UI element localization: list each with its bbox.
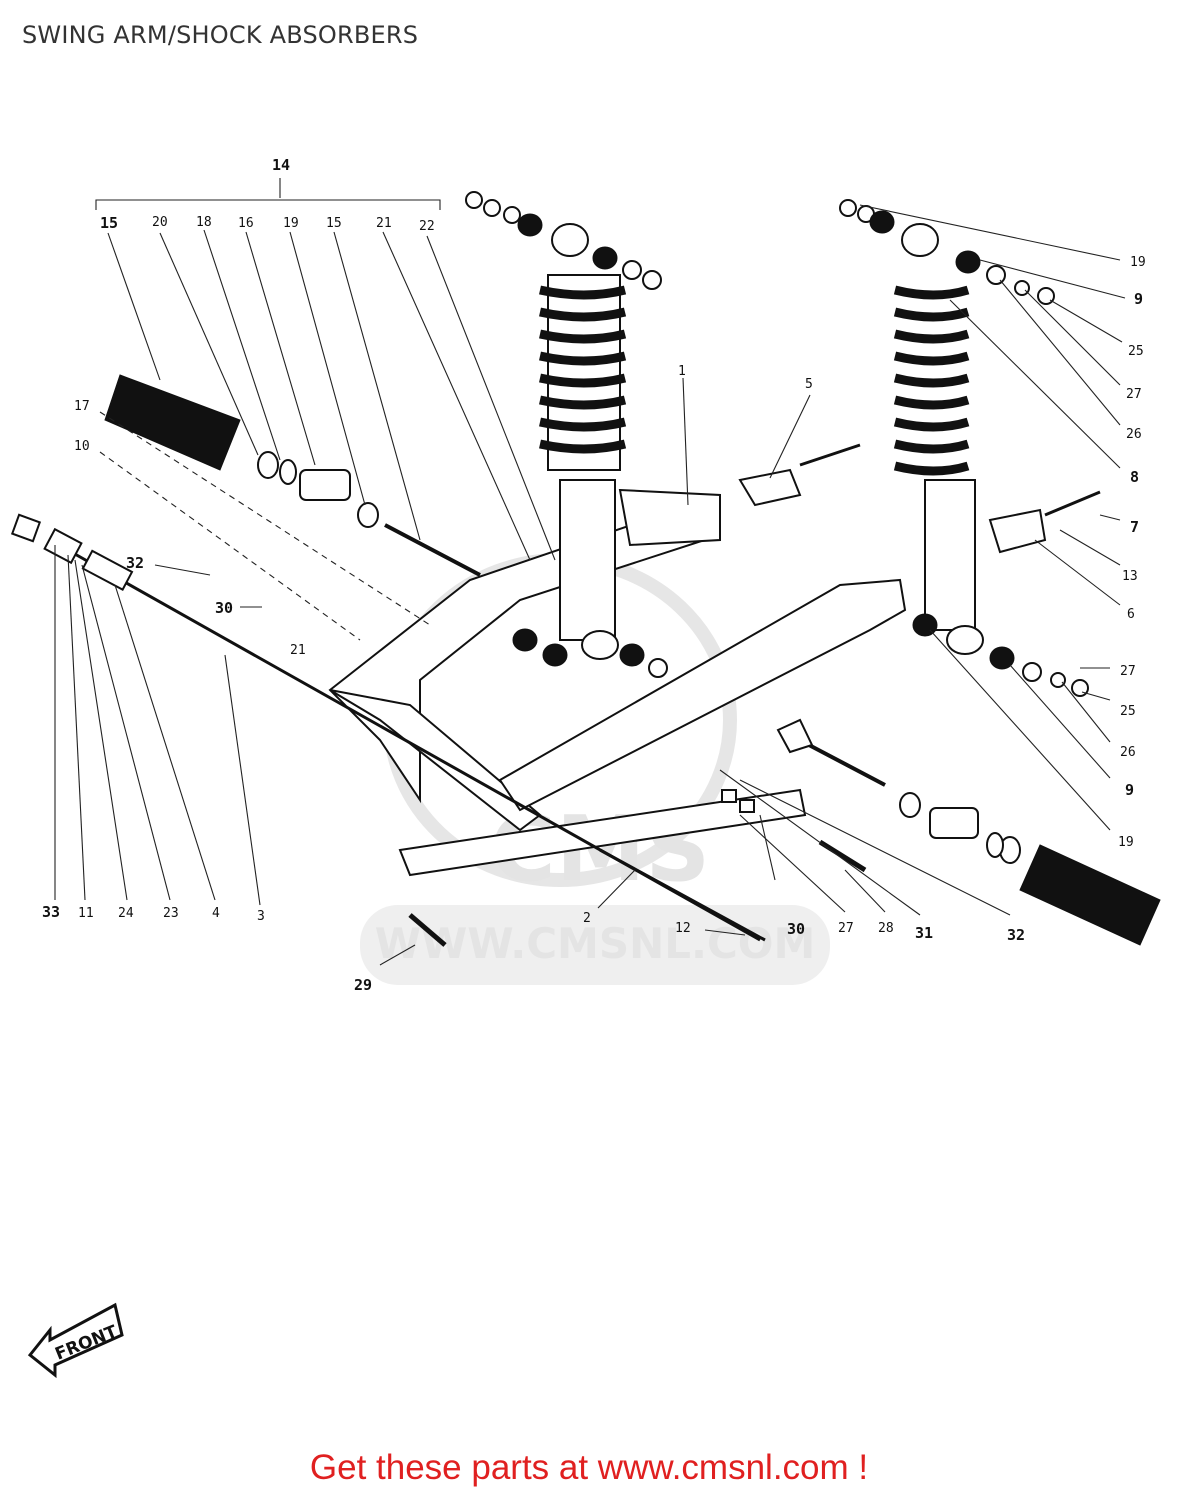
callout-23: 23 bbox=[163, 906, 179, 921]
callout-18: 18 bbox=[196, 215, 212, 230]
front-arrow-icon: FRONT bbox=[27, 1302, 124, 1379]
bottom-rod-parts bbox=[408, 789, 867, 947]
callout-29: 29 bbox=[354, 976, 372, 994]
callout-30: 30 bbox=[787, 920, 805, 938]
footer-cta-link[interactable]: Get these parts at www.cmsnl.com ! bbox=[309, 1448, 869, 1487]
callout-4: 4 bbox=[212, 906, 220, 921]
shock-absorber-left bbox=[465, 191, 668, 678]
callout-1: 1 bbox=[678, 364, 686, 379]
leader-lines bbox=[54, 204, 1126, 966]
callout-21: 21 bbox=[376, 216, 392, 231]
callout-32: 32 bbox=[126, 554, 144, 572]
callout-27: 27 bbox=[1126, 387, 1142, 402]
callout-27: 27 bbox=[1120, 664, 1136, 679]
callout-22: 22 bbox=[419, 219, 435, 234]
callout-2: 2 bbox=[583, 911, 591, 926]
callout-26: 26 bbox=[1120, 745, 1136, 760]
callout-25: 25 bbox=[1120, 704, 1136, 719]
callout-33: 33 bbox=[42, 903, 60, 921]
callout-12: 12 bbox=[675, 921, 691, 936]
callout-5: 5 bbox=[805, 377, 813, 392]
callout-30: 30 bbox=[215, 599, 233, 617]
callout-24: 24 bbox=[118, 906, 134, 921]
callout-19: 19 bbox=[283, 216, 299, 231]
group-bracket bbox=[95, 178, 441, 210]
callout-6: 6 bbox=[1127, 607, 1135, 622]
callout-26: 26 bbox=[1126, 427, 1142, 442]
callout-9: 9 bbox=[1134, 290, 1143, 308]
callout-15: 15 bbox=[100, 214, 118, 232]
callout-14: 14 bbox=[272, 156, 290, 174]
callout-21: 21 bbox=[290, 643, 306, 658]
callout-15: 15 bbox=[326, 216, 342, 231]
callout-25: 25 bbox=[1128, 344, 1144, 359]
callout-19: 19 bbox=[1130, 255, 1146, 270]
callout-20: 20 bbox=[152, 215, 168, 230]
swing-arm bbox=[328, 488, 907, 877]
page-title: SWING ARM/SHOCK ABSORBERS bbox=[22, 21, 419, 49]
callout-11: 11 bbox=[78, 906, 94, 921]
callout-31: 31 bbox=[915, 924, 933, 942]
chain-adjusters bbox=[738, 443, 1101, 554]
callouts: 14 15 20 18 16 19 15 21 22 17 10 32 30 2… bbox=[42, 156, 1146, 994]
callout-27: 27 bbox=[838, 921, 854, 936]
callout-7: 7 bbox=[1130, 518, 1139, 536]
callout-13: 13 bbox=[1122, 569, 1138, 584]
footpeg-right bbox=[776, 718, 1161, 946]
callout-32: 32 bbox=[1007, 926, 1025, 944]
callout-16: 16 bbox=[238, 216, 254, 231]
callout-28: 28 bbox=[878, 921, 894, 936]
footpeg-left bbox=[104, 374, 481, 577]
callout-8: 8 bbox=[1130, 468, 1139, 486]
callout-17: 17 bbox=[74, 399, 90, 414]
callout-19: 19 bbox=[1118, 835, 1134, 850]
callout-9: 9 bbox=[1125, 781, 1134, 799]
callout-10: 10 bbox=[74, 439, 90, 454]
callout-3: 3 bbox=[257, 909, 265, 924]
